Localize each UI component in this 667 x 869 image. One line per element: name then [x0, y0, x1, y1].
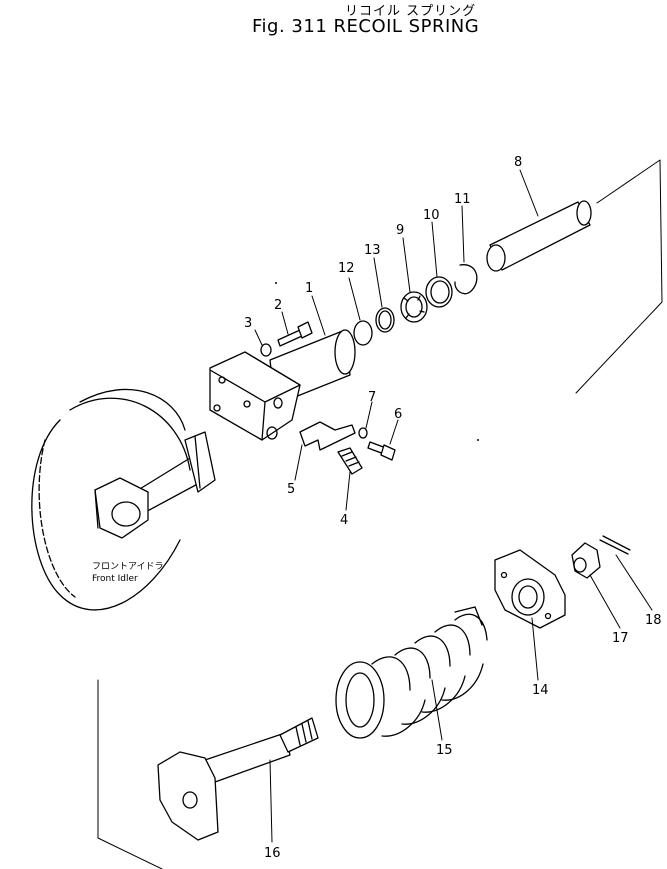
part-number-16: 16: [264, 846, 281, 861]
leader-lines: [254, 169, 653, 843]
part-number-1: 1: [305, 281, 313, 296]
part-number-11: 11: [454, 192, 471, 207]
part-number-9: 9: [396, 223, 404, 238]
plate: [299, 421, 356, 451]
part-number-14: 14: [532, 683, 549, 698]
cotter-pin: [599, 535, 631, 555]
speck: [477, 439, 479, 441]
part-number-6: 6: [394, 407, 402, 422]
grease-fitting: [337, 447, 363, 475]
recoil-rod: [157, 717, 319, 841]
cylinder-body: [209, 329, 356, 441]
part-number-18: 18: [645, 613, 662, 628]
part-number-2: 2: [274, 298, 282, 313]
lock-washer: [358, 427, 368, 439]
bolt: [277, 321, 313, 347]
bushing: [425, 276, 453, 308]
part-number-7: 7: [368, 390, 376, 405]
front-idler-wheel: [31, 388, 216, 611]
figure-title: Fig. 311 RECOIL SPRING: [252, 16, 480, 37]
part-number-5: 5: [287, 482, 295, 497]
part-number-8: 8: [514, 155, 522, 170]
packing-ring-inner: [378, 310, 392, 330]
part-number-3: 3: [244, 316, 252, 331]
front-idler-label-jp: フロントアイドラ: [92, 561, 164, 572]
packing: [400, 291, 428, 323]
part-number-12: 12: [338, 261, 355, 276]
frame-lines: [97, 159, 663, 869]
nut: [571, 542, 601, 579]
speck: [275, 282, 277, 284]
part-number-10: 10: [423, 208, 440, 223]
snap-ring: [454, 264, 478, 295]
mounting-bolt: [367, 441, 396, 461]
title-japanese: リコイル スプリング: [345, 4, 477, 19]
recoil-spring: [335, 606, 488, 739]
piston-rod: [486, 200, 592, 272]
part-number-15: 15: [436, 743, 453, 758]
part-number-17: 17: [612, 631, 629, 646]
ring: [353, 320, 373, 346]
front-idler-label-en: Front Idler: [92, 574, 138, 584]
part-number-13: 13: [364, 243, 381, 258]
part-number-4: 4: [340, 513, 348, 528]
washer: [260, 343, 272, 357]
flange: [494, 549, 566, 629]
